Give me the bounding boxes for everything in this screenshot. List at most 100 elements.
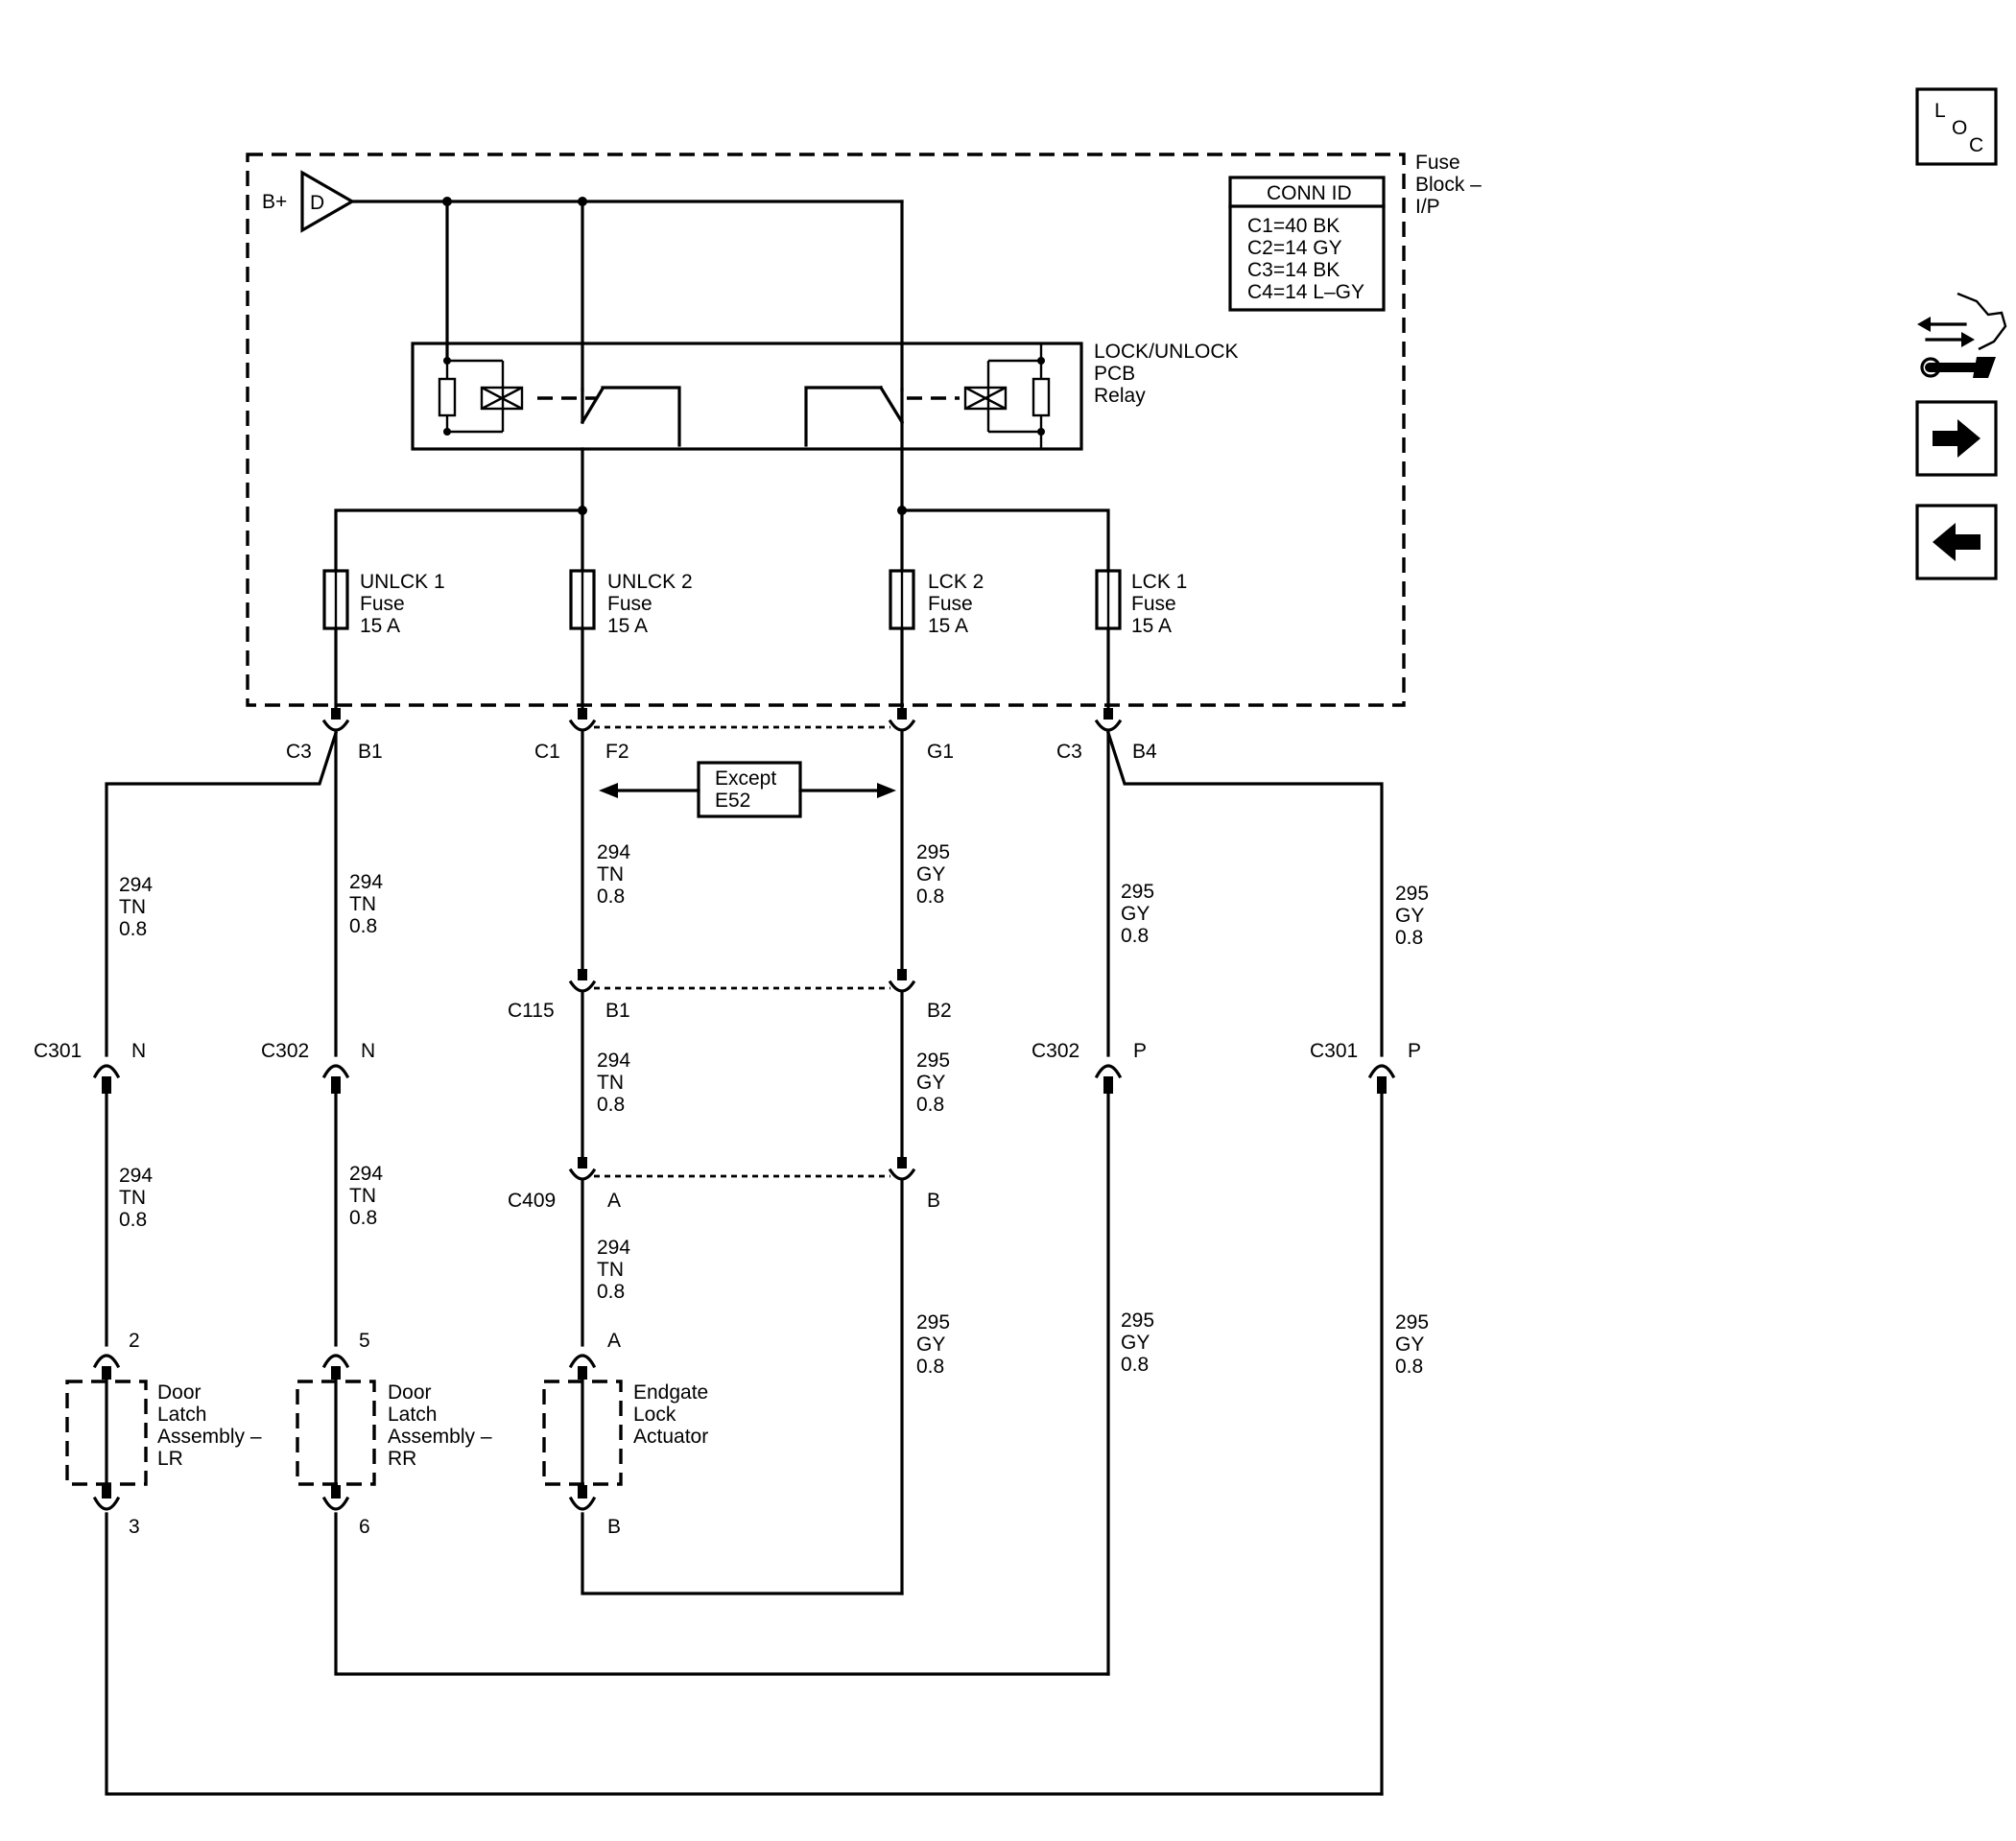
door-latch-assembly-lr: 2 3 Door Latch Assembly – LR	[65, 1330, 262, 1538]
svg-text:Latch: Latch	[157, 1404, 206, 1426]
svg-text:C301: C301	[34, 1040, 82, 1062]
svg-text:E52: E52	[715, 790, 750, 812]
svg-text:Latch: Latch	[388, 1404, 437, 1426]
fuse-unlck-1: UNLCK 1 Fuse 15 A	[322, 569, 445, 637]
previous-arrow-icon[interactable]	[1915, 504, 1998, 580]
svg-text:Fuse: Fuse	[928, 593, 973, 615]
svg-text:0.8: 0.8	[1121, 925, 1149, 947]
svg-text:GY: GY	[916, 1072, 945, 1094]
svg-text:295: 295	[916, 1311, 950, 1334]
conn-id-table: CONN ID C1=40 BK C2=14 GY C3=14 BK C4=14…	[1228, 176, 1386, 312]
connector-c409: C409 A B	[508, 1157, 940, 1212]
connector-c3-b1: C3 B1	[286, 708, 383, 763]
return-wire-lr	[105, 1512, 1384, 1796]
svg-text:0.8: 0.8	[597, 1094, 625, 1116]
battery-positive-label: B+	[262, 191, 287, 213]
svg-text:294: 294	[349, 871, 383, 893]
svg-text:6: 6	[359, 1516, 370, 1538]
svg-text:294: 294	[119, 1165, 153, 1187]
svg-text:C2=14 GY: C2=14 GY	[1247, 237, 1342, 259]
svg-text:294: 294	[597, 1237, 630, 1259]
svg-text:Block –: Block –	[1415, 174, 1482, 196]
svg-text:294: 294	[597, 1050, 630, 1072]
svg-text:GY: GY	[1121, 903, 1150, 925]
loc-icon[interactable]: L O C	[1915, 87, 1998, 166]
svg-text:2: 2	[129, 1330, 140, 1352]
svg-text:0.8: 0.8	[1121, 1354, 1149, 1376]
svg-text:TN: TN	[349, 893, 376, 915]
svg-text:G1: G1	[927, 741, 954, 763]
svg-text:B: B	[927, 1190, 940, 1212]
svg-text:TN: TN	[597, 863, 624, 885]
lock-unlock-pcb-relay	[411, 342, 1083, 451]
svg-text:Door: Door	[157, 1381, 202, 1404]
svg-text:C3: C3	[1056, 741, 1082, 763]
svg-text:UNLCK 2: UNLCK 2	[607, 571, 693, 593]
svg-text:295: 295	[1395, 883, 1429, 905]
svg-text:294: 294	[119, 874, 153, 896]
svg-text:0.8: 0.8	[119, 918, 147, 940]
svg-text:295: 295	[916, 1050, 950, 1072]
svg-text:B1: B1	[358, 741, 383, 763]
svg-text:Endgate: Endgate	[633, 1381, 708, 1404]
svg-text:Fuse: Fuse	[1131, 593, 1176, 615]
svg-text:0.8: 0.8	[597, 885, 625, 908]
supply-triangle	[300, 170, 356, 233]
connector-c302-p: C302 P	[1032, 1040, 1147, 1094]
svg-text:294: 294	[349, 1163, 383, 1185]
svg-text:A: A	[607, 1190, 621, 1212]
svg-text:0.8: 0.8	[597, 1281, 625, 1303]
svg-text:295: 295	[916, 841, 950, 863]
svg-text:LR: LR	[157, 1448, 183, 1470]
svg-text:15 A: 15 A	[607, 615, 648, 637]
svg-text:GY: GY	[1395, 905, 1424, 927]
fuse-lck-2: LCK 2 Fuse 15 A	[889, 569, 984, 637]
svg-text:CONN ID: CONN ID	[1267, 182, 1352, 204]
svg-text:0.8: 0.8	[349, 1207, 377, 1229]
svg-text:UNLCK 1: UNLCK 1	[360, 571, 445, 593]
connector-c3-b4: C3 B4	[1056, 708, 1157, 763]
next-arrow-icon[interactable]	[1915, 400, 1998, 477]
svg-text:Assembly –: Assembly –	[388, 1426, 492, 1448]
svg-text:C1=40 BK: C1=40 BK	[1247, 215, 1340, 237]
svg-text:C3: C3	[286, 741, 312, 763]
fuse-block-boundary	[246, 153, 1406, 707]
svg-text:0.8: 0.8	[1395, 927, 1423, 949]
svg-text:TN: TN	[119, 896, 146, 918]
svg-text:N: N	[361, 1040, 375, 1062]
schematic-component-icon[interactable]	[1917, 292, 2007, 378]
svg-text:P: P	[1133, 1040, 1147, 1062]
svg-text:GY: GY	[1395, 1334, 1424, 1356]
svg-text:B4: B4	[1132, 741, 1157, 763]
svg-text:C302: C302	[1032, 1040, 1079, 1062]
svg-text:GY: GY	[916, 1334, 945, 1356]
svg-text:TN: TN	[349, 1185, 376, 1207]
svg-text:C1: C1	[534, 741, 560, 763]
svg-text:A: A	[607, 1330, 621, 1352]
svg-text:C302: C302	[261, 1040, 309, 1062]
svg-text:C301: C301	[1310, 1040, 1358, 1062]
svg-text:0.8: 0.8	[916, 1094, 944, 1116]
svg-text:Lock: Lock	[633, 1404, 676, 1426]
svg-text:LCK 1: LCK 1	[1131, 571, 1187, 593]
svg-text:0.8: 0.8	[916, 1356, 944, 1378]
svg-text:B: B	[607, 1516, 621, 1538]
connector-c302-n: C302 N	[261, 1040, 375, 1094]
svg-text:Relay: Relay	[1094, 385, 1146, 407]
svg-text:0.8: 0.8	[349, 915, 377, 937]
supply-tag: D	[310, 192, 324, 214]
endgate-lock-actuator: A B Endgate Lock Actuator	[542, 1330, 708, 1538]
door-latch-assembly-rr: 5 6 Door Latch Assembly – RR	[296, 1330, 492, 1538]
svg-text:TN: TN	[597, 1259, 624, 1281]
